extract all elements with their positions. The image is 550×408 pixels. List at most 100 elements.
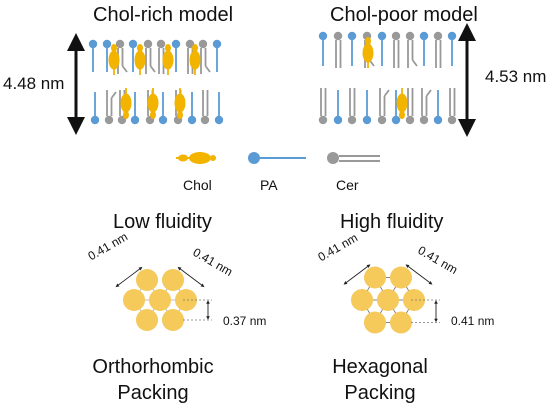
lattice-site: [136, 309, 158, 331]
legend-cer-label: Cer: [336, 177, 359, 193]
high-row-gap-label: 0.41 nm: [451, 314, 495, 328]
chol-head: [123, 111, 129, 119]
cer-lipid-head: [405, 115, 415, 125]
lattice-site: [123, 289, 145, 311]
pa-lipid-head: [347, 31, 357, 41]
cer-lipid-head: [447, 115, 457, 125]
chol-head: [177, 111, 183, 119]
pa-lipid-head: [130, 115, 140, 125]
chol-rich-model-title: Chol-rich model: [93, 4, 234, 26]
pa-lipid-head: [433, 115, 443, 125]
pa-lipid-head: [447, 31, 457, 41]
hexagonal-line2: Packing: [344, 382, 416, 404]
pa-lipid-head: [214, 115, 224, 125]
pa-lipid-head: [318, 31, 328, 41]
cer-lipid-head: [198, 39, 208, 49]
lattice-site: [377, 289, 399, 311]
chol-ring: [120, 93, 132, 113]
pa-lipid-head: [187, 115, 197, 125]
cer-lipid-head: [419, 115, 429, 125]
chol-ring: [396, 93, 408, 113]
legend-chol-label: Chol: [183, 177, 212, 193]
cer-lipid-tail: [121, 65, 128, 73]
chol-poor-thickness-label: 4.53 nm: [485, 67, 547, 86]
pa-lipid-head: [171, 39, 181, 49]
lattice-site: [149, 289, 171, 311]
legend-cer-icon: [327, 152, 380, 164]
cer-lipid-tail: [425, 89, 432, 97]
lattice-site: [390, 311, 412, 334]
orthorhombic-packing-label: Orthorhombic Packing: [88, 354, 218, 406]
hexagonal-packing-label: Hexagonal Packing: [325, 354, 435, 406]
lattice-site: [364, 311, 386, 334]
low-row-gap-label: 0.37 nm: [223, 314, 267, 328]
cer-lipid-head: [115, 39, 125, 49]
legend-chol-icon: [176, 152, 216, 164]
cer-lipid-head: [405, 31, 415, 41]
cer-lipid-head: [347, 115, 357, 125]
high-fluidity-title: High fluidity: [340, 211, 444, 233]
lattice-site: [403, 289, 425, 311]
spacing-arrow-left: [343, 264, 371, 285]
chol-head: [150, 111, 156, 119]
pa-lipid-head: [212, 39, 222, 49]
pa-lipid-head: [362, 115, 372, 125]
cer-lipid-head: [143, 39, 153, 49]
lattice-site: [364, 266, 386, 289]
chol-head: [165, 44, 171, 52]
pa-lipid-head: [158, 115, 168, 125]
legend-pa-label: PA: [260, 177, 278, 193]
cer-lipid-head: [391, 31, 401, 41]
cer-lipid-head: [333, 31, 343, 41]
chol-ring: [162, 50, 174, 70]
pa-lipid-head: [391, 115, 401, 125]
lattice-site: [162, 309, 184, 331]
pa-lipid-head: [102, 39, 112, 49]
cer-lipid-tail: [204, 65, 211, 73]
chol-head: [399, 111, 405, 119]
orthorhombic-line1: Orthorhombic: [92, 356, 214, 378]
chol-poor-model-title: Chol-poor model: [330, 4, 478, 26]
cer-lipid-head: [318, 115, 328, 125]
cer-lipid-head: [377, 115, 387, 125]
chol-poor-bilayer: [318, 31, 457, 125]
cer-lipid-tail: [149, 65, 156, 73]
chol-rich-bilayer: [88, 39, 224, 125]
low-fluidity-title: Low fluidity: [113, 211, 212, 233]
cer-lipid-head: [156, 39, 166, 49]
hexagonal-lattice: [343, 264, 440, 334]
pa-lipid-head: [88, 39, 98, 49]
chol-head: [192, 44, 198, 52]
pa-lipid-head: [90, 115, 100, 125]
cer-lipid-tail: [383, 89, 390, 97]
lattice-site: [162, 269, 184, 291]
cer-lipid-tail: [110, 91, 117, 99]
chol-head: [137, 44, 143, 52]
pa-lipid-head: [419, 31, 429, 41]
lattice-site: [351, 289, 373, 311]
cer-lipid-tail: [411, 59, 418, 67]
chol-ring: [362, 43, 374, 63]
cer-lipid-head: [200, 115, 210, 125]
lattice-site: [136, 269, 158, 291]
chol-rich-thickness-label: 4.48 nm: [3, 74, 65, 93]
legend-pa-icon: [248, 152, 306, 164]
cer-lipid-head: [433, 31, 443, 41]
pa-lipid-head: [377, 31, 387, 41]
chol-ring: [108, 50, 120, 70]
chol-ring: [189, 50, 201, 70]
pa-lipid-head: [128, 39, 138, 49]
spacing-arrow-left: [115, 266, 143, 288]
chol-ring: [134, 50, 146, 70]
chol-ring: [147, 93, 159, 113]
pa-lipid-head: [333, 115, 343, 125]
chol-head: [365, 37, 371, 45]
lattice-site: [390, 266, 412, 289]
cer-lipid-head: [104, 115, 114, 125]
cer-lipid-head: [185, 39, 195, 49]
orthorhombic-lattice: [115, 266, 212, 331]
spacing-arrow-right: [405, 264, 433, 285]
chol-ring: [174, 93, 186, 113]
orthorhombic-line2: Packing: [117, 382, 189, 404]
